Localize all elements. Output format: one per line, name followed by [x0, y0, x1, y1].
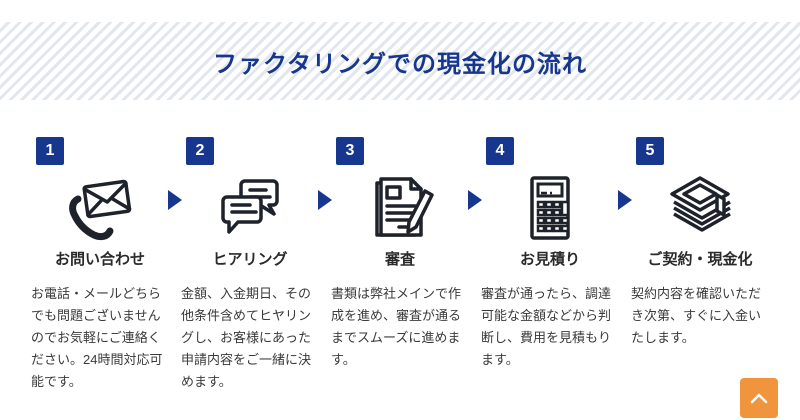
step-column-3: 3 審査 書類は弊社メインで作成を進め、審査が通るまでスムーズに進めます。 [325, 137, 475, 393]
step-number-badge: 2 [186, 137, 214, 165]
step-column-4: 4 [475, 137, 625, 393]
step-column-2: 2 ヒアリング 金額、入金期日、その他条件含めてヒヤリングし、お客様にあった申請… [175, 137, 325, 393]
money-stack-icon [631, 169, 769, 247]
step-description: お電話・メールどちらでも問題ございませんのでお気軽にご連絡ください。24時間対応… [31, 286, 163, 389]
step-column-5: 5 ご契約・現金化 契約内容を確認いただき次第、すぐに入金いたします。 [625, 137, 775, 393]
step-number-badge: 3 [336, 137, 364, 165]
step-number-badge: 4 [486, 137, 514, 165]
steps-row: 1 お問い合わせ お電話・メールどちらでも問題ございませんのでお気軽に [25, 137, 775, 393]
step-title: お問い合わせ [54, 251, 145, 268]
arrow-right-icon [168, 190, 182, 210]
arrow-right-icon [318, 190, 332, 210]
step-description: 審査が通ったら、調達可能な金額などから判断し、費用を見積もります。 [481, 286, 612, 367]
step-description: 書類は弊社メインで作成を進め、審査が通るまでスムーズに進めます。 [331, 286, 462, 367]
step-column-1: 1 お問い合わせ お電話・メールどちらでも問題ございませんのでお気軽に [25, 137, 175, 393]
step-title: お見積り [519, 251, 580, 268]
back-to-top-button[interactable] [740, 378, 778, 418]
header-band: ファクタリングでの現金化の流れ [0, 22, 800, 100]
step-description: 金額、入金期日、その他条件含めてヒヤリングし、お客様にあった申請内容をご一緒に決… [181, 286, 312, 389]
step-description: 契約内容を確認いただき次第、すぐに入金いたします。 [631, 286, 762, 345]
arrow-right-icon [618, 190, 632, 210]
step-number-badge: 1 [36, 137, 64, 165]
step-number-badge: 5 [636, 137, 664, 165]
calculator-icon [481, 169, 619, 247]
phone-mail-icon [31, 169, 169, 247]
step-title: ご契約・現金化 [647, 251, 753, 268]
page-title: ファクタリングでの現金化の流れ [212, 50, 588, 78]
step-title: 審査 [384, 251, 415, 268]
arrow-right-icon [468, 190, 482, 210]
document-pen-icon [331, 169, 469, 247]
step-title: ヒアリング [212, 251, 288, 268]
chevron-up-icon [749, 391, 769, 405]
chat-bubbles-icon [181, 169, 319, 247]
